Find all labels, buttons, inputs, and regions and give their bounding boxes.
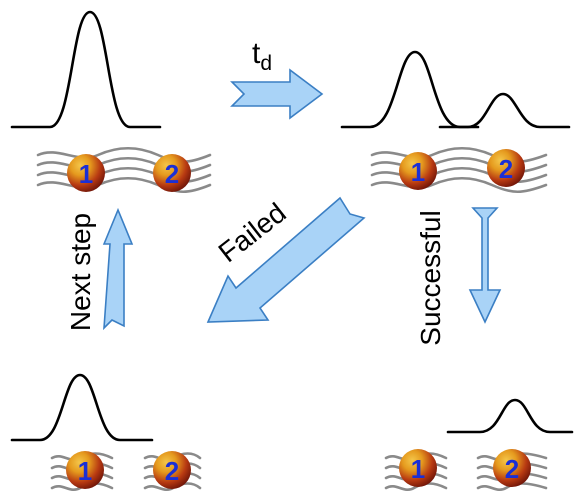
atom-1: 1 [66, 451, 104, 489]
next-step-label: Next step [65, 213, 96, 331]
atom-label: 1 [411, 454, 425, 484]
wavepacket-curve-top-right-reflected [438, 92, 571, 129]
atom-label: 2 [165, 159, 179, 189]
successful-arrow [468, 207, 502, 324]
atom-1: 1 [67, 154, 105, 192]
atom-row-bottom-right: 1 2 [384, 449, 548, 491]
td-label: td [252, 37, 272, 75]
failed-arrow [206, 196, 366, 323]
atom-1: 1 [399, 152, 437, 190]
atom-label: 2 [165, 456, 179, 486]
atom-label: 2 [499, 154, 513, 184]
wavepacket-curve-top-left [10, 10, 162, 129]
atom-label: 1 [79, 159, 93, 189]
next-step-arrow [102, 207, 134, 331]
atom-2: 2 [153, 451, 191, 489]
atom-row-bottom-left: 1 2 [50, 451, 202, 491]
atom-1: 1 [399, 449, 437, 487]
atom-label: 1 [411, 157, 425, 187]
wavepacket-curve-bottom-left [10, 373, 154, 442]
atom-row-top-left: 1 2 [36, 146, 212, 194]
atom-label: 1 [78, 456, 92, 486]
td-arrow [230, 68, 324, 120]
atom-row-top-right: 1 2 [370, 146, 548, 194]
wavepacket-curve-bottom-right [446, 398, 574, 434]
atom-label: 2 [505, 454, 519, 484]
successful-label: Successful [415, 210, 446, 345]
atom-2: 2 [487, 149, 525, 187]
wavepacket-curve-top-right-transmitted [340, 50, 480, 129]
atom-2: 2 [493, 449, 531, 487]
atom-2: 2 [153, 154, 191, 192]
